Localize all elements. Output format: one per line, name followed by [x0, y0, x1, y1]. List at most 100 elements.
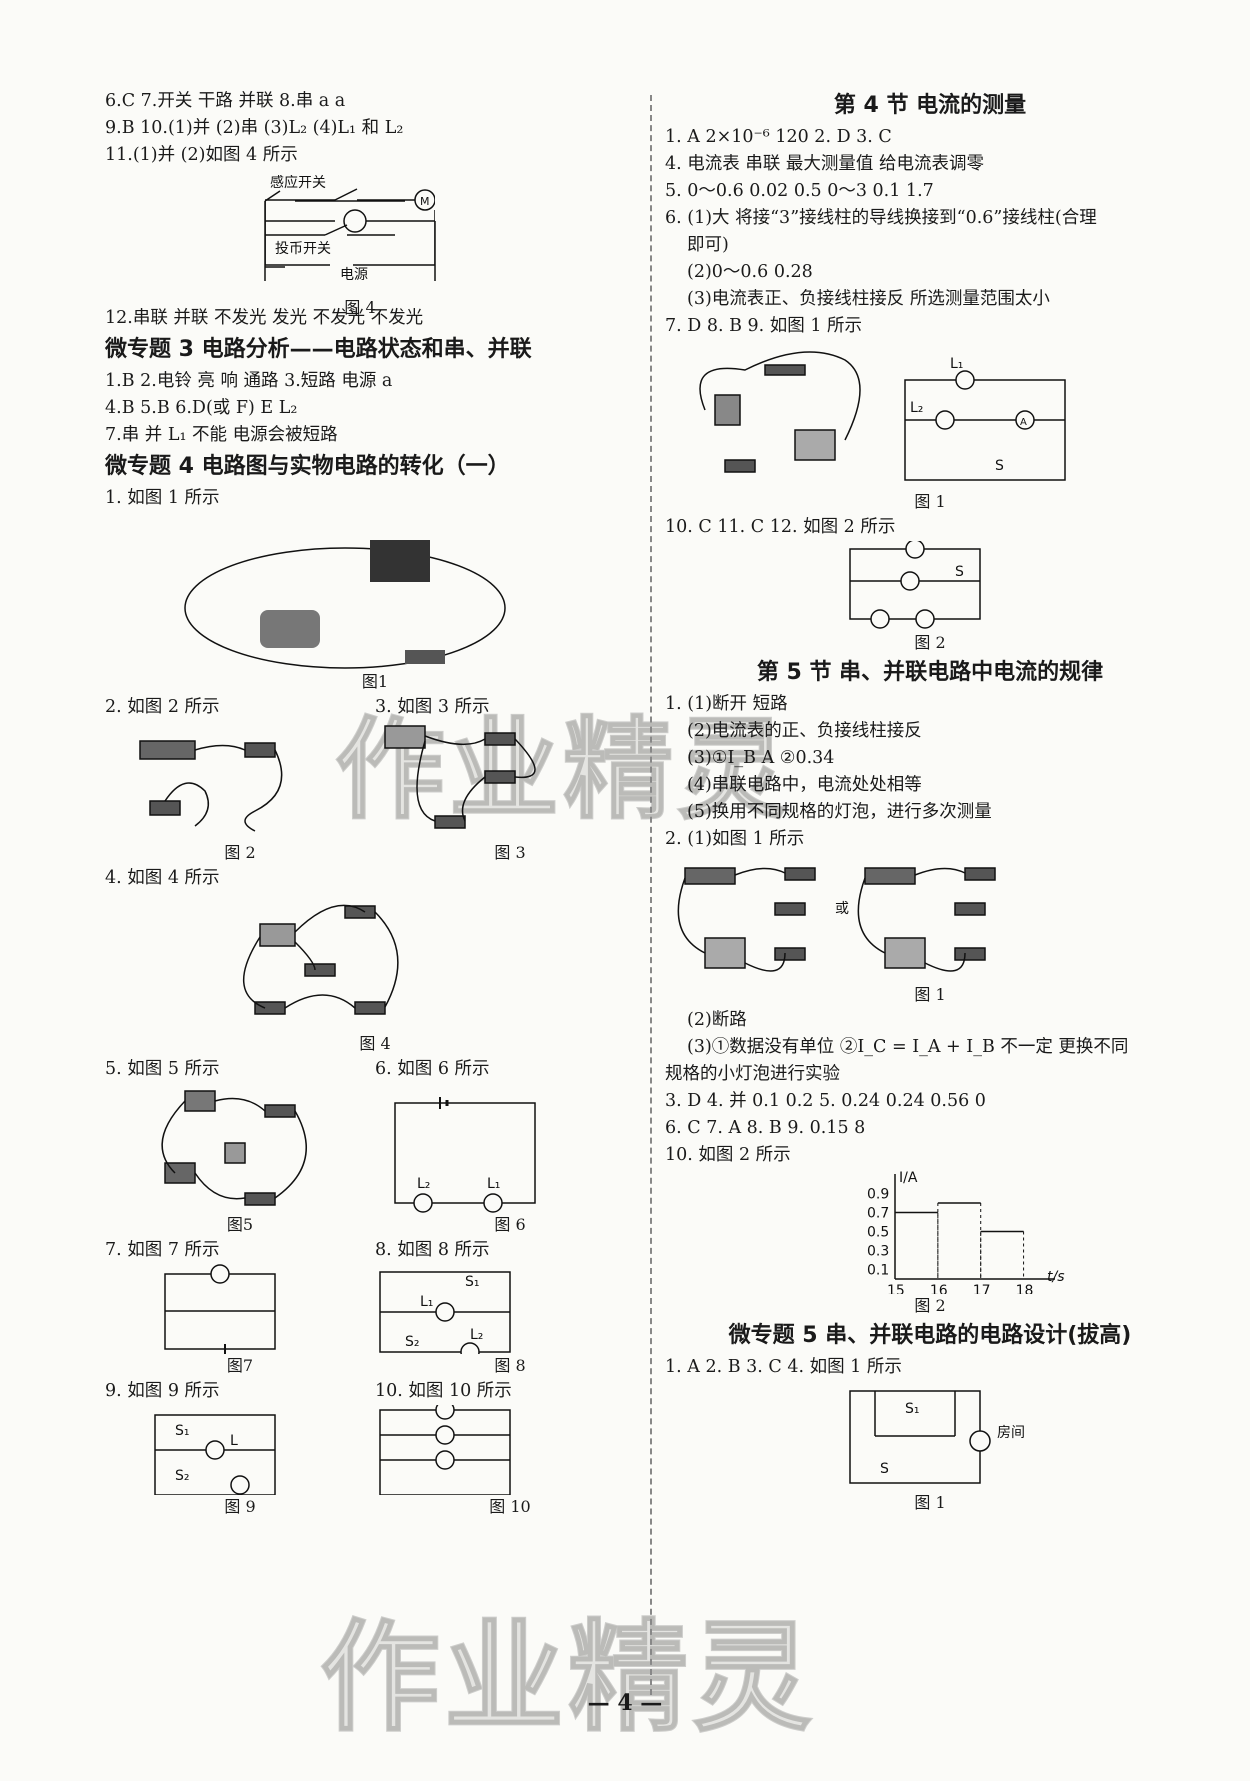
- x-tick-label: 15: [887, 1283, 905, 1294]
- answer-line: 1. A 2. B 3. C 4. 如图 1 所示: [665, 1357, 902, 1377]
- x-tick-label: 16: [930, 1283, 948, 1294]
- answer-line: 3. D 4. 并 0.1 0.2 5. 0.24 0.24 0.56 0: [665, 1091, 986, 1111]
- figure-caption: 图 2: [224, 843, 256, 862]
- answer-line: (3)电流表正、负接线柱接反 所选测量范围太小: [687, 289, 1050, 309]
- page-number: — 4 —: [587, 1690, 663, 1716]
- answer-line: (3)①I_B A ②0.34: [687, 748, 835, 768]
- x-tick-label: 18: [1016, 1283, 1034, 1294]
- answer-line: 4.B 5.B 6.D(或 F) E L₂: [105, 398, 298, 418]
- y-tick-label: 0.1: [867, 1263, 889, 1279]
- answer-line: 6. C 7. A 8. B 9. 0.15 8: [665, 1118, 866, 1138]
- or-label: 或: [835, 901, 849, 917]
- s5-fig1-physical-circuits: 或: [677, 867, 996, 972]
- question-line: 10. 如图 10 所示: [375, 1381, 512, 1401]
- section-title: 微专题 5 串、并联电路的电路设计(拔高): [728, 1323, 1132, 1348]
- figure-caption: 图 1: [914, 1493, 946, 1512]
- svg-text:L₂: L₂: [910, 400, 923, 416]
- svg-text:L₁: L₁: [487, 1176, 500, 1192]
- switch: [405, 650, 445, 664]
- left-figures: 图1 2. 如图 2 所示 3. 如图 3 所示: [105, 520, 645, 1519]
- y-axis-label: I/A: [899, 1170, 918, 1186]
- answer-line: 6.C 7.开关 干路 并联 8.串 a a: [105, 91, 346, 111]
- svg-text:S₂: S₂: [405, 1334, 420, 1350]
- fig2-physical-circuit: [139, 740, 283, 832]
- svg-text:A: A: [1020, 417, 1027, 428]
- y-tick-label: 0.9: [867, 1187, 889, 1203]
- x-axis-label: t/s: [1047, 1269, 1065, 1285]
- figure-caption: 图1: [361, 672, 389, 691]
- left-column: 6.C 7.开关 干路 并联 8.串 a a 9.B 10.(1)并 (2)串 …: [105, 88, 645, 512]
- motor-label: M: [420, 195, 430, 208]
- answer-line: 7. D 8. B 9. 如图 1 所示: [665, 316, 863, 336]
- sensor-switch-label: 感应开关: [270, 175, 326, 191]
- question-line: 7. 如图 7 所示: [105, 1240, 220, 1260]
- answer-line: 4. 电流表 串联 最大测量值 给电流表调零: [665, 154, 984, 174]
- svg-text:L: L: [230, 1433, 238, 1449]
- x-tick-label: 17: [973, 1283, 991, 1294]
- answer-line: 11.(1)并 (2)如图 4 所示: [105, 145, 298, 165]
- question-line: 4. 如图 4 所示: [105, 868, 220, 888]
- m5-fig1-circuit: S₁ S 房间: [849, 1390, 1025, 1484]
- answer-line: 10. C 11. C 12. 如图 2 所示: [665, 517, 896, 537]
- y-tick-label: 0.5: [867, 1225, 889, 1241]
- y-tick-label: 0.7: [867, 1206, 889, 1222]
- room-label: 房间: [997, 1425, 1025, 1441]
- question-line: 9. 如图 9 所示: [105, 1381, 220, 1401]
- coin-switch-label: 投币开关: [275, 241, 331, 257]
- figure-caption: 图 6: [494, 1215, 526, 1234]
- answer-line: (2)0～0.6 0.28: [687, 262, 813, 282]
- answer-line: 7.串 并 L₁ 不能 电源会被短路: [105, 425, 338, 445]
- figure-caption: 图 1: [914, 985, 946, 1004]
- motor: [260, 610, 320, 648]
- svg-text:L₁: L₁: [950, 356, 963, 372]
- figure-caption: 图 1: [914, 492, 946, 511]
- svg-text:S: S: [955, 564, 964, 580]
- svg-text:L₁: L₁: [420, 1294, 433, 1310]
- answer-line: (2)电流表的正、负接线柱接反: [687, 721, 922, 741]
- fig5-physical-circuit: [161, 1090, 307, 1206]
- svg-text:L₂: L₂: [470, 1327, 483, 1343]
- answer-line-12: 12.串联 并联 不发光 发光 不发光 不发光: [105, 308, 424, 328]
- section-title: 第 5 节 串、并联电路中电流的规律: [756, 660, 1104, 685]
- figure-caption: 图7: [226, 1356, 254, 1375]
- section-title: 第 4 节 电流的测量: [833, 93, 1027, 118]
- answer-line: (3)①数据没有单位 ②I_C = I_A + I_B 不一定 更换不同: [687, 1037, 1129, 1057]
- section-title: 微专题 3 电路分析——电路状态和串、并联: [105, 337, 532, 362]
- fig10-circuit-diagram: [379, 1405, 511, 1495]
- svg-text:S₁: S₁: [905, 1401, 920, 1417]
- y-tick-label: 0.3: [867, 1244, 889, 1260]
- figure-caption: 图5: [226, 1215, 254, 1234]
- right-column: 第 4 节 电流的测量 1. A 2×10⁻⁶ 120 2. D 3. C 4.…: [665, 88, 1195, 1515]
- figure-caption: 图 2: [914, 1296, 946, 1315]
- question-line: 2. 如图 2 所示: [105, 697, 220, 717]
- figure-caption: 图 4: [359, 1034, 391, 1053]
- svg-text:L₂: L₂: [417, 1176, 430, 1192]
- figure-caption: 图 2: [914, 633, 946, 652]
- current-time-chart: I/A t/s 0.1 0.3 0.5 0.7 0.9 15 16 17 18: [867, 1170, 1065, 1294]
- answer-line: 1. (1)断开 短路: [665, 694, 788, 714]
- fig7-circuit-diagram: [164, 1264, 276, 1354]
- answer-line: 10. 如图 2 所示: [665, 1145, 791, 1165]
- question-line: 8. 如图 8 所示: [375, 1240, 490, 1260]
- svg-text:S₁: S₁: [465, 1274, 480, 1290]
- battery-box: [370, 540, 430, 582]
- column-divider: [650, 95, 652, 1695]
- fig3-physical-circuit: [384, 725, 536, 829]
- answer-line: 1. A 2×10⁻⁶ 120 2. D 3. C: [665, 127, 892, 147]
- power-label: 电源: [340, 267, 368, 283]
- answer-line: 1. 如图 1 所示: [105, 488, 220, 508]
- answer-line: 5. 0～0.6 0.02 0.5 0～3 0.1 1.7: [665, 181, 934, 201]
- answer-line: 即可): [687, 235, 729, 255]
- answer-line: 1.B 2.电铃 亮 响 通路 3.短路 电源 a: [105, 371, 393, 391]
- question-line: 6. 如图 6 所示: [375, 1059, 490, 1079]
- svg-text:S: S: [880, 1461, 889, 1477]
- figure-caption: 图 10: [489, 1497, 531, 1516]
- section-title: 微专题 4 电路图与实物电路的转化（一）: [105, 454, 510, 479]
- fig1-physical-circuit: [184, 540, 506, 669]
- answer-line: (2)断路: [687, 1010, 747, 1030]
- answer-line: (4)串联电路中，电流处处相等: [687, 775, 922, 795]
- figure-caption: 图 4: [344, 298, 376, 317]
- fig8-circuit-diagram: L₁ L₂ S₁ S₂: [379, 1271, 511, 1354]
